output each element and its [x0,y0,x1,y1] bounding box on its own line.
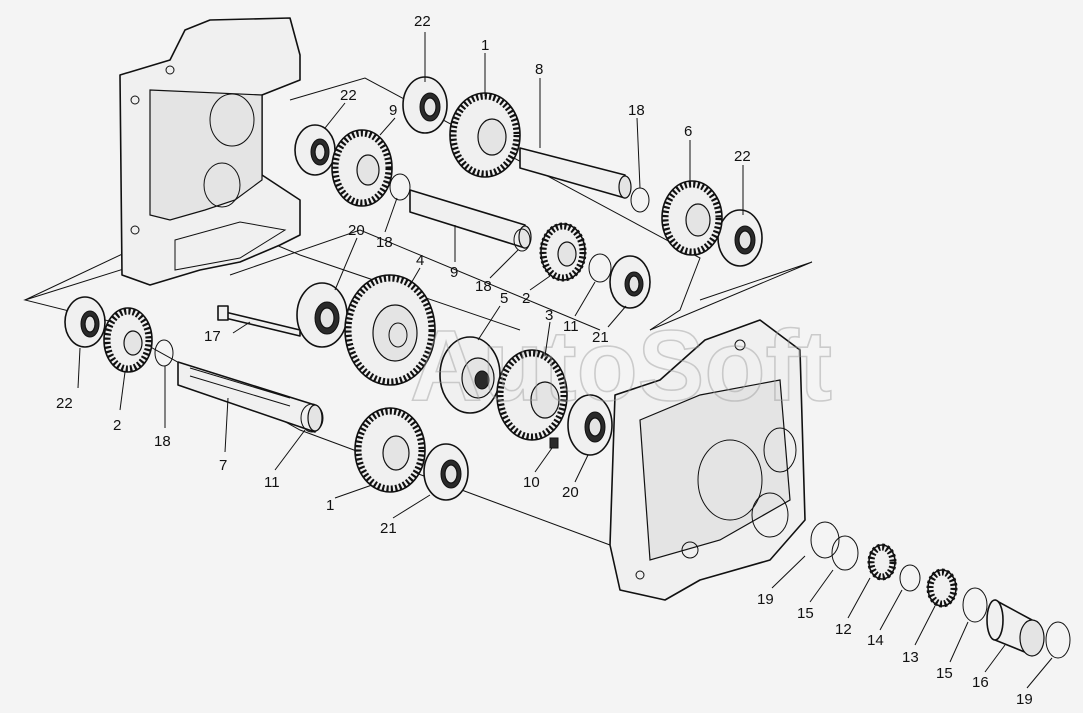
gear-3 [496,349,568,441]
bearing-22-top [402,76,448,134]
shaft-8 [519,147,632,199]
shaft-9 [409,189,532,249]
callout-18-d: 18 [154,433,171,450]
bearing-20-middle [296,282,348,348]
callout-16: 16 [972,674,989,691]
callout-2-a: 2 [522,290,530,307]
callout-21-a: 21 [592,329,609,346]
gear-1-bottom [354,407,426,493]
callout-1-b: 1 [326,497,334,514]
gear-1-top [449,92,521,178]
gear-2-lower-left [103,307,153,373]
gear-9-top [331,129,393,207]
callout-3: 3 [545,307,553,324]
callout-18-c: 18 [475,278,492,295]
callout-15-a: 15 [797,605,814,622]
bearing-21-middle [609,255,651,309]
callout-7: 7 [219,457,227,474]
callout-19-a: 19 [757,591,774,608]
callout-18-a: 18 [628,102,645,119]
bearing-22-lower-left [64,296,106,348]
callout-22-a: 22 [414,13,431,30]
callout-22-d: 22 [56,395,73,412]
callout-21-b: 21 [380,520,397,537]
callout-15-b: 15 [936,665,953,682]
callout-2-b: 2 [113,417,121,434]
callout-20-a: 20 [348,222,365,239]
callout-18-b: 18 [376,234,393,251]
housing-right [609,319,806,601]
callout-17: 17 [204,328,221,345]
gear-4 [344,274,436,386]
bearing-20-bottom [567,394,613,456]
callout-9-a: 9 [389,102,397,119]
gear-12 [867,543,897,581]
callout-14: 14 [867,632,884,649]
watermark-text: AutoSoft [410,310,832,422]
callout-19-b: 19 [1016,691,1033,708]
callout-4: 4 [416,252,424,269]
callout-11-b: 11 [264,474,280,491]
callout-8: 8 [535,61,543,78]
bearing-22-right [717,209,763,267]
callout-1-a: 1 [481,37,489,54]
callout-9-b: 9 [450,264,458,281]
callout-6: 6 [684,123,692,140]
bearing-21-bottom [423,443,469,501]
gear-2-middle [539,222,587,282]
shaft-7 [177,361,323,433]
callout-20-b: 20 [562,484,579,501]
bushing-16 [986,599,1045,657]
callout-12: 12 [835,621,852,638]
bolt-17 [217,305,301,337]
callout-13: 13 [902,649,919,666]
callout-leaders [77,32,1053,689]
callout-22-c: 22 [734,148,751,165]
callout-22-b: 22 [340,87,357,104]
callout-10: 10 [523,474,540,491]
callout-11-a: 11 [563,318,579,335]
housing-left [119,17,301,286]
gear-6 [661,180,723,256]
gear-13 [926,568,958,608]
bearing-22-left [294,124,336,176]
callout-labels: 22 1 8 22 9 18 6 22 18 9 20 4 18 2 5 3 1… [56,13,1033,708]
callout-5: 5 [500,290,508,307]
